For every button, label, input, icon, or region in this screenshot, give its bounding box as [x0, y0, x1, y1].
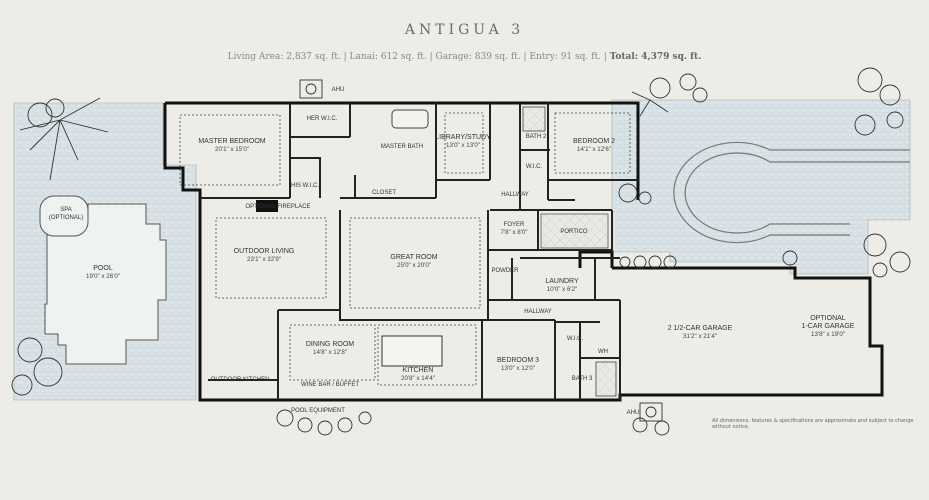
library-dim: 13'0" x 13'0" — [446, 142, 480, 149]
landscaping — [11, 67, 911, 436]
optional-garage-dim: 13'8" x 19'0" — [811, 331, 845, 338]
his-wic-label: HIS W.I.C. — [291, 183, 319, 189]
plan-title: ANTIGUA 3 — [404, 22, 525, 38]
powder-label: POWDER — [492, 268, 520, 274]
garage-dim: 31'2" x 21'4" — [683, 333, 717, 340]
bath2-tile — [522, 106, 546, 132]
wic-b3-label: W.I.C. — [567, 336, 584, 342]
outdoor-living-label: OUTDOOR LIVING — [234, 248, 295, 255]
dining-label: DINING ROOM — [306, 341, 354, 348]
master-bath-label: MASTER BATH — [381, 144, 423, 150]
portico-tile — [540, 213, 609, 249]
disclaimer: All dimensions, features & specification… — [712, 418, 914, 430]
garage-label: 2 1/2-CAR GARAGE — [668, 325, 733, 332]
pool-label: POOL — [93, 265, 113, 272]
portico-label: PORTICO — [560, 229, 588, 235]
area-stats: Living Area: 2,837 sq. ft. | Lanai: 612 … — [0, 52, 929, 62]
motor-court-circle — [673, 141, 910, 244]
foyer-label: FOYER — [504, 222, 525, 228]
optional-fireplace-label: OPTIONAL FIREPLACE — [245, 204, 310, 210]
spa — [39, 195, 89, 237]
optional-garage-line1: OPTIONAL — [810, 315, 846, 322]
hallway-mid-label: HALLWAY — [524, 309, 552, 315]
her-wic-label: HER W.I.C. — [307, 116, 338, 122]
master-bath-tub — [391, 109, 429, 129]
wh-label: WH — [598, 349, 608, 355]
ceiling-outlines — [179, 112, 631, 386]
wic-b2-label: W.I.C. — [526, 164, 543, 170]
area-breakdown: Living Area: 2,837 sq. ft. | Lanai: 612 … — [227, 52, 607, 62]
kitchen-dim: 20'8" x 14'4" — [401, 375, 435, 382]
laundry-label: LAUNDRY — [545, 278, 579, 285]
library-label: LIBRARY/STUDY — [435, 134, 491, 141]
pool-dim: 19'0" x 26'0" — [86, 273, 120, 280]
outdoor-living-dim: 23'1" x 32'9" — [247, 256, 281, 263]
bath3-tile — [595, 361, 617, 397]
closet-label: CLOSET — [372, 190, 396, 196]
laundry-dim: 10'0" x 6'2" — [547, 286, 578, 293]
optional-garage-line2: 1-CAR GARAGE — [802, 323, 855, 330]
kitchen-island — [381, 335, 443, 367]
great-room-dim: 25'0" x 20'0" — [397, 262, 431, 269]
master-bedroom-label: MASTER BEDROOM — [198, 138, 265, 145]
dining-dim: 14'8" x 12'8" — [313, 349, 347, 356]
ahu-top-label: AHU — [332, 87, 345, 93]
hallway-top-label: HALLWAY — [501, 192, 529, 198]
great-room-label: GREAT ROOM — [390, 254, 437, 261]
bedroom2-label: BEDROOM 2 — [573, 138, 615, 145]
spa-note: (OPTIONAL) — [49, 215, 83, 221]
motor-court — [611, 99, 911, 275]
pool — [44, 203, 167, 365]
bedroom2-dim: 14'1" x 12'6" — [577, 146, 611, 153]
kitchen-label: KITCHEN — [403, 367, 434, 374]
outdoor-kitchen-label: OUTDOOR KITCHEN — [211, 377, 270, 383]
foyer-dim: 7'8" x 8'0" — [500, 229, 527, 236]
wine-bar-label: WINE BAR / BUFFET — [301, 382, 359, 388]
ahu-bottom-label: AHU — [627, 410, 640, 416]
bath3-label: BATH 3 — [572, 376, 593, 382]
fireplace — [256, 200, 278, 212]
interior-walls — [200, 103, 638, 400]
area-total: Total: 4,379 sq. ft. — [609, 52, 702, 62]
pool-equipment-label: POOL EQUIPMENT — [291, 408, 345, 414]
bedroom3-dim: 13'0" x 12'0" — [501, 365, 535, 372]
spa-label: SPA — [60, 207, 72, 213]
bath2-label: BATH 2 — [526, 134, 547, 140]
room-labels: MASTER BEDROOM 20'1" x 15'0" HER W.I.C. … — [49, 87, 855, 416]
master-bedroom-dim: 20'1" x 15'0" — [215, 146, 249, 153]
bedroom3-label: BEDROOM 3 — [497, 357, 539, 364]
